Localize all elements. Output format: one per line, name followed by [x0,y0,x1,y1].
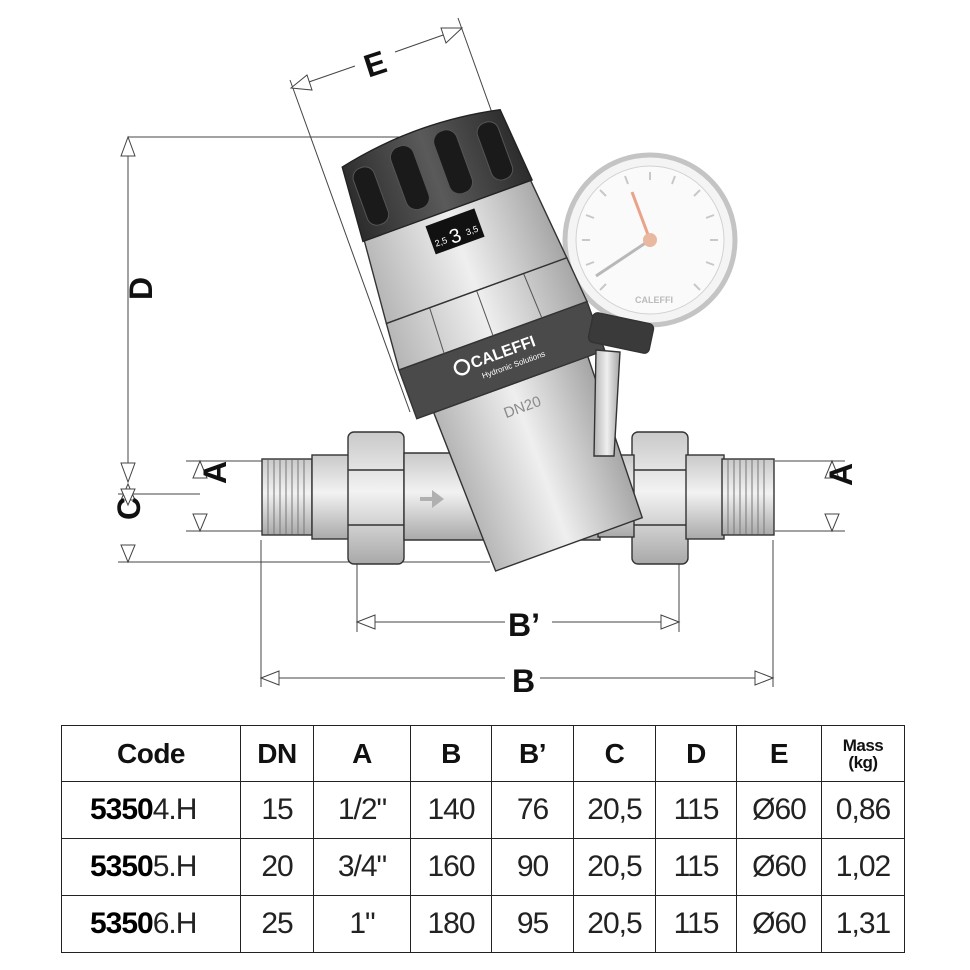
dimension-b-prime-label: B’ [508,607,540,643]
cell-d: 115 [655,838,737,896]
cell-a: 1/2" [313,781,411,839]
header-e: E [736,725,822,782]
cell-b: 140 [410,781,492,839]
header-b-prime: B’ [491,725,574,782]
cell-b: 180 [410,895,492,953]
header-code: Code [61,725,241,782]
regulator-cartridge: CALEFFI Hydronic Solutions 2,5 3 3,5 DN2… [341,108,644,572]
cell-code: 53504.H [61,781,241,839]
cell-code: 53506.H [61,895,241,953]
cell-mass: 0,86 [821,781,905,839]
gauge-connector [587,312,655,457]
dimension-d-label: D [123,277,159,300]
header-mass: Mass (kg) [821,725,905,782]
code-suffix: 6.H [152,907,198,940]
pressure-gauge: CALEFFI [562,152,738,328]
cell-b-prime: 76 [491,781,574,839]
header-mass-line1: Mass [842,735,884,755]
table-row: 53505.H 20 3/4" 160 90 20,5 115 Ø60 1,02 [61,838,905,896]
code-suffix: 5.H [152,850,198,883]
cell-e: Ø60 [736,838,822,896]
header-d: D [655,725,737,782]
cell-c: 20,5 [573,781,656,839]
table-row: 53504.H 15 1/2" 140 76 20,5 115 Ø60 0,86 [61,781,905,839]
dimension-lines [118,17,845,687]
gauge-brand: CALEFFI [635,295,673,305]
cell-d: 115 [655,781,737,839]
cell-b-prime: 95 [491,895,574,953]
cell-a: 1" [313,895,411,953]
header-b: B [410,725,492,782]
cell-c: 20,5 [573,895,656,953]
cell-mass: 1,31 [821,895,905,953]
header-mass-line2: (kg) [848,752,878,772]
header-dn: DN [240,725,314,782]
header-c: C [573,725,656,782]
cell-e: Ø60 [736,895,822,953]
code-prefix: 5350 [90,907,154,940]
table-header-row: Code DN A B B’ C D E Mass (kg) [61,725,905,782]
dimension-b-label: B [512,663,535,699]
specification-table: Code DN A B B’ C D E Mass (kg) 53504.H 1… [61,725,905,953]
cell-code: 53505.H [61,838,241,896]
code-suffix: 4.H [152,793,198,826]
code-prefix: 5350 [90,793,154,826]
technical-drawing: CALEFFI [111,17,859,699]
cell-c: 20,5 [573,838,656,896]
knob-scale-left: 2,5 [433,235,448,249]
cell-dn: 15 [240,781,314,839]
cell-dn: 20 [240,838,314,896]
code-prefix: 5350 [90,850,154,883]
dimension-c-label: C [111,497,147,520]
cell-dn: 25 [240,895,314,953]
cell-e: Ø60 [736,781,822,839]
cell-b-prime: 90 [491,838,574,896]
cell-mass: 1,02 [821,838,905,896]
knob-scale-right: 3,5 [464,224,479,238]
dimension-a-left-label: A [197,461,233,484]
header-a: A [313,725,411,782]
dimension-a-right-label: A [823,463,859,486]
table-row: 53506.H 25 1" 180 95 20,5 115 Ø60 1,31 [61,895,905,953]
cell-b: 160 [410,838,492,896]
cell-d: 115 [655,895,737,953]
dimension-e-label: E [359,44,390,85]
cell-a: 3/4" [313,838,411,896]
